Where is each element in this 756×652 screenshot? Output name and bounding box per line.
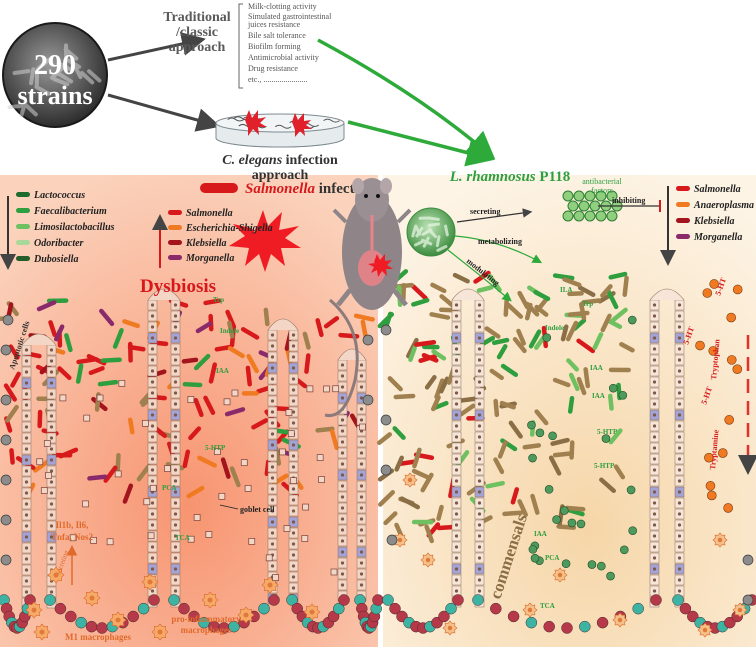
inhibited-taxon: Klebsiella (693, 216, 735, 227)
assay-item: etc., ...................... (248, 75, 307, 84)
inhibited-taxon: Morganella (693, 232, 742, 243)
arrow-celegans-to-selected (348, 122, 488, 158)
celegans-label: C. elegans infection (222, 153, 338, 168)
metabolite-label: TCA (540, 602, 555, 610)
assay-item: juices resistance (247, 20, 301, 29)
proinflammatory-label-2: macrophages (181, 625, 232, 635)
metabolite-label: ILA (560, 286, 572, 294)
assay-bracket (239, 4, 243, 88)
metabolite-label: PCA (162, 484, 176, 492)
increased-taxon: Salmonella (186, 208, 233, 219)
increased-taxon: Morganella (185, 253, 234, 264)
metabolite-label: IAA (590, 364, 603, 372)
celegans-approach: C. elegans infection approach (216, 110, 344, 183)
metabolite-label: 5-HTP (594, 462, 615, 470)
increased-taxon: Escherichia-Shigella (185, 223, 273, 234)
goblet-cell-label: goblet cell (240, 505, 275, 514)
assay-item: Biofilm forming (248, 42, 301, 51)
metabolite-label: Indole (220, 327, 239, 335)
metabolite-label: Trp (582, 300, 593, 308)
metabolizing-label: metabolizing (478, 237, 522, 246)
metabolite-label: IAA (534, 530, 547, 538)
assay-item: Drug resistance (248, 64, 298, 73)
decreased-taxon: Limosilactobacillus (33, 222, 115, 233)
decreased-taxon: Odoribacter (34, 238, 84, 249)
assay-item: Bile salt tolerance (248, 31, 306, 40)
antibacterial-label-1: antibacterial (582, 177, 622, 186)
inhibiting-label: inhibiting (612, 196, 645, 205)
decreased-taxon: Dubosiella (33, 254, 78, 265)
metabolite-label: Trp (213, 296, 224, 304)
strains-word: strains (17, 81, 92, 110)
strains-count: 290 (34, 50, 76, 81)
assay-item: Antimicrobial activity (248, 53, 319, 62)
decreased-taxon: Lactococcus (33, 190, 85, 201)
inhibited-taxon: Salmonella (694, 184, 741, 195)
strain-collection: 290 strains (3, 23, 107, 127)
metabolite-label: PCA (545, 554, 559, 562)
metabolite-label: 5-HTP (597, 428, 618, 436)
antibacterial-label-2: factors (591, 186, 613, 195)
metabolite-label: 5-HTP (205, 444, 226, 452)
probiotic-colony (407, 208, 455, 256)
cytokines-label-2: Tnfa, Nos2 (51, 532, 94, 542)
metabolite-label: IAA (592, 392, 605, 400)
traditional-title-2: /classic (175, 25, 218, 40)
cytokines-label-1: Il1b, Il6, (56, 520, 89, 530)
selected-strain-label: L. rhamnosus P118 (449, 169, 570, 185)
metabolite-label: IAA (216, 367, 229, 375)
secreting-label: secreting (470, 207, 501, 216)
traditional-approach: Traditional /classic approach Milk-clott… (163, 2, 332, 88)
increased-taxon: Klebsiella (185, 238, 227, 249)
metabolite-label: TCA (175, 534, 190, 542)
traditional-title-1: Traditional (163, 10, 231, 25)
arrow-to-celegans (108, 95, 215, 125)
decreased-taxon: Faecalibacterium (33, 206, 107, 217)
traditional-title-3: approach (169, 40, 226, 55)
inhibited-taxon: Anaeroplasma (693, 200, 754, 211)
metabolite-label: Indole (545, 324, 564, 332)
proinflammatory-label-1: pro-inflammatory (171, 614, 241, 624)
dysbiosis-label: Dysbiosis (140, 276, 216, 297)
m1-macrophages-label: M1 macrophages (65, 632, 132, 642)
assay-item: Milk-clotting activity (248, 2, 317, 11)
